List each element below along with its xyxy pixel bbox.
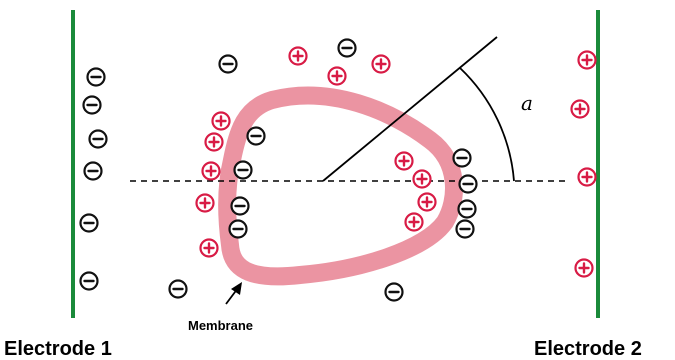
positive-ion-icon	[412, 169, 432, 189]
positive-ion-icon	[371, 54, 391, 74]
positive-ion-icon	[570, 99, 590, 119]
positive-ion-icon	[574, 258, 594, 278]
negative-ion-icon	[457, 199, 477, 219]
positive-ion-icon	[577, 50, 597, 70]
negative-ion-icon	[337, 38, 357, 58]
negative-ion-icon	[384, 282, 404, 302]
ion-layer	[79, 38, 597, 302]
negative-ion-icon	[88, 129, 108, 149]
positive-ion-icon	[404, 212, 424, 232]
positive-ion-icon	[199, 238, 219, 258]
negative-ion-icon	[233, 160, 253, 180]
negative-ion-icon	[86, 67, 106, 87]
electrode-2-label: Electrode 2	[534, 338, 642, 360]
negative-ion-icon	[82, 95, 102, 115]
positive-ion-icon	[211, 111, 231, 131]
angle-ray	[322, 36, 498, 182]
positive-ion-icon	[288, 46, 308, 66]
negative-ion-icon	[455, 219, 475, 239]
electrode-1-label: Electrode 1	[4, 338, 112, 360]
negative-ion-icon	[168, 279, 188, 299]
positive-ion-icon	[417, 192, 437, 212]
positive-ion-icon	[577, 167, 597, 187]
negative-ion-icon	[230, 196, 250, 216]
angle-label: a	[521, 91, 533, 115]
positive-ion-icon	[201, 161, 221, 181]
negative-ion-icon	[83, 161, 103, 181]
membrane-label: Membrane	[188, 318, 253, 333]
negative-ion-icon	[79, 213, 99, 233]
membrane-ring	[218, 86, 463, 286]
negative-ion-icon	[218, 54, 238, 74]
positive-ion-icon	[204, 132, 224, 152]
angle-arc	[459, 67, 515, 182]
negative-ion-icon	[79, 271, 99, 291]
positive-ion-icon	[394, 151, 414, 171]
membrane-arrow-head	[231, 282, 242, 295]
positive-ion-icon	[327, 66, 347, 86]
negative-ion-icon	[228, 219, 248, 239]
negative-ion-icon	[458, 174, 478, 194]
positive-ion-icon	[195, 193, 215, 213]
negative-ion-icon	[246, 126, 266, 146]
negative-ion-icon	[452, 148, 472, 168]
